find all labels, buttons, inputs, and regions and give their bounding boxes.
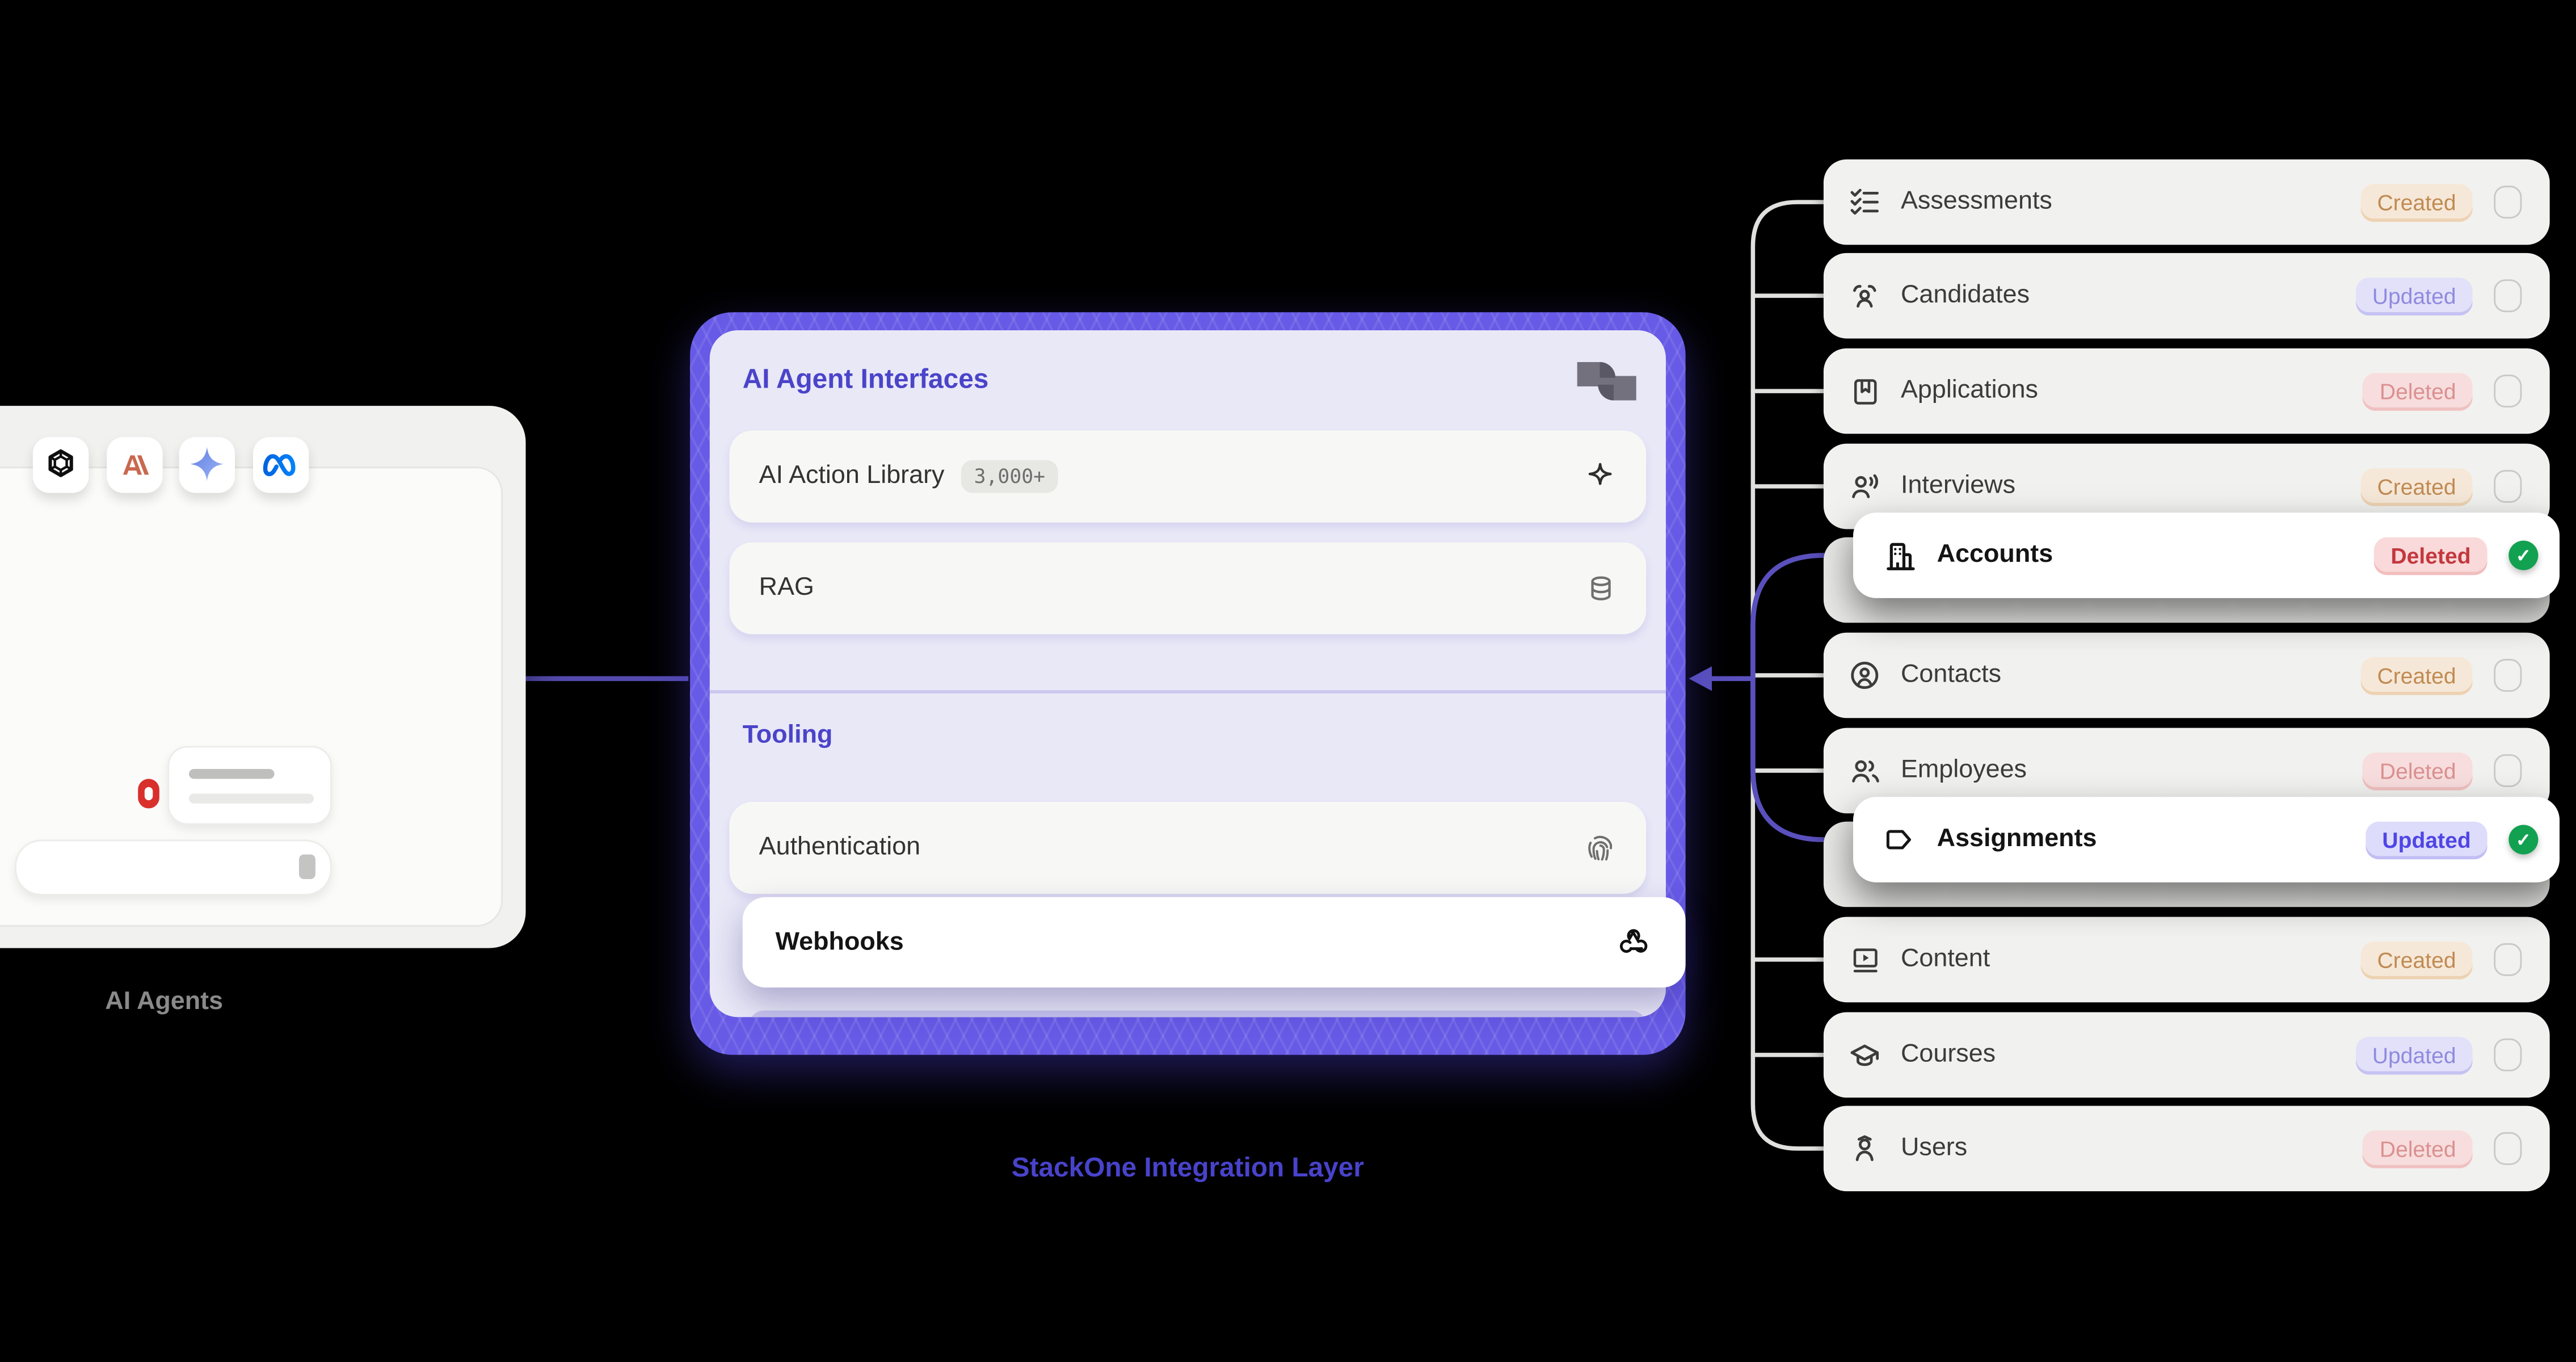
fingerprint-icon bbox=[1584, 831, 1617, 864]
arrow-left-icon bbox=[1689, 666, 1712, 691]
event-row-applications[interactable]: Applications Deleted bbox=[1823, 348, 2550, 434]
authentication-item[interactable]: Authentication bbox=[729, 801, 1647, 894]
status-badge: Deleted bbox=[2374, 536, 2487, 574]
checkbox-unchecked[interactable] bbox=[2494, 279, 2522, 313]
status-badge: Deleted bbox=[2363, 1129, 2473, 1168]
chat-input-skeleton[interactable] bbox=[15, 839, 332, 896]
panel-divider bbox=[709, 690, 1666, 693]
sparkle-icon bbox=[1584, 460, 1617, 493]
meta-logo bbox=[252, 437, 308, 493]
event-label: Content bbox=[1900, 944, 1990, 973]
event-label: Assessments bbox=[1900, 187, 2052, 216]
send-button-skeleton[interactable] bbox=[298, 854, 315, 880]
book-icon bbox=[1846, 376, 1883, 407]
action-library-label: AI Action Library bbox=[759, 461, 945, 490]
circle-user-icon bbox=[1846, 659, 1883, 692]
checkbox-checked-icon[interactable]: ✓ bbox=[2508, 540, 2539, 570]
event-label: Assignments bbox=[1937, 825, 2097, 853]
checkbox-unchecked[interactable] bbox=[2494, 754, 2522, 787]
event-label: Users bbox=[1900, 1133, 1968, 1162]
checkbox-unchecked[interactable] bbox=[2494, 1132, 2522, 1165]
rag-label: RAG bbox=[759, 573, 814, 602]
checkbox-unchecked[interactable] bbox=[2494, 186, 2522, 219]
skeleton-line bbox=[188, 769, 275, 779]
event-label: Candidates bbox=[1900, 281, 2030, 309]
status-badge: Updated bbox=[2365, 821, 2487, 859]
event-row-contacts[interactable]: Contacts Created bbox=[1823, 632, 2550, 718]
webhook-icon bbox=[1618, 925, 1653, 960]
authentication-label: Authentication bbox=[759, 833, 921, 861]
status-badge: Created bbox=[2360, 467, 2473, 506]
building-icon bbox=[1879, 538, 1918, 573]
hidden-next-item bbox=[749, 1010, 1647, 1018]
selected-route-lines bbox=[1709, 553, 1856, 842]
event-label: Accounts bbox=[1937, 540, 2053, 569]
checkbox-unchecked[interactable] bbox=[2494, 659, 2522, 692]
users-icon bbox=[1846, 754, 1883, 787]
stackone-panel: AI Agent Interfaces AI Action Library 3,… bbox=[690, 312, 1686, 1055]
event-label: Interviews bbox=[1900, 471, 2016, 500]
status-badge: Updated bbox=[2355, 276, 2473, 315]
event-row-courses[interactable]: Courses Updated bbox=[1823, 1012, 2550, 1098]
integration-layer-caption: StackOne Integration Layer bbox=[1011, 1153, 1365, 1183]
status-badge: Updated bbox=[2355, 1036, 2473, 1074]
candidates-icon bbox=[1846, 279, 1883, 312]
tag-icon bbox=[1879, 823, 1918, 856]
ai-agents-label: AI Agents bbox=[105, 987, 224, 1016]
event-row-content[interactable]: Content Created bbox=[1823, 917, 2550, 1003]
action-library-item[interactable]: AI Action Library 3,000+ bbox=[729, 430, 1647, 523]
webhooks-label: Webhooks bbox=[775, 927, 904, 956]
checkbox-unchecked[interactable] bbox=[2494, 943, 2522, 976]
status-badge: Deleted bbox=[2363, 372, 2473, 410]
status-badge: Created bbox=[2360, 940, 2473, 979]
action-count-badge: 3,000+ bbox=[961, 460, 1059, 493]
gemini-logo bbox=[179, 437, 235, 493]
event-row-assignments-selected[interactable]: Assignments Updated ✓ bbox=[1853, 797, 2560, 882]
checkbox-checked-icon[interactable]: ✓ bbox=[2508, 825, 2539, 855]
screen-play-icon bbox=[1846, 944, 1883, 975]
event-label: Employees bbox=[1900, 755, 2027, 784]
event-label: Courses bbox=[1900, 1040, 1996, 1069]
status-badge: Deleted bbox=[2363, 751, 2473, 790]
status-badge: Created bbox=[2360, 183, 2473, 221]
skeleton-line bbox=[188, 793, 314, 804]
graduation-cap-icon bbox=[1846, 1039, 1883, 1071]
event-row-assessments[interactable]: Assessments Created bbox=[1823, 159, 2550, 245]
stackone-mark-icon bbox=[1577, 361, 1636, 401]
status-badge: Created bbox=[2360, 656, 2473, 695]
notification-dot-icon bbox=[138, 779, 159, 809]
tooling-header: Tooling bbox=[742, 721, 833, 750]
list-checks-icon bbox=[1846, 186, 1883, 218]
event-label: Applications bbox=[1900, 376, 2038, 405]
chat-message-skeleton bbox=[167, 746, 332, 825]
event-row-accounts-selected[interactable]: Accounts Deleted ✓ bbox=[1853, 512, 2560, 598]
openai-logo bbox=[32, 437, 89, 493]
event-row-candidates[interactable]: Candidates Updated bbox=[1823, 253, 2550, 339]
checkbox-unchecked[interactable] bbox=[2494, 470, 2522, 503]
panel-title: AI Agent Interfaces bbox=[742, 364, 989, 394]
event-row-users[interactable]: Users Deleted bbox=[1823, 1105, 2550, 1192]
checkbox-unchecked[interactable] bbox=[2494, 375, 2522, 408]
user-voice-icon bbox=[1846, 470, 1883, 503]
event-label: Contacts bbox=[1900, 660, 2002, 689]
user-icon bbox=[1846, 1132, 1883, 1165]
checkbox-unchecked[interactable] bbox=[2494, 1038, 2522, 1071]
anthropic-logo bbox=[106, 437, 162, 493]
database-icon bbox=[1585, 573, 1617, 604]
webhooks-item[interactable]: Webhooks bbox=[742, 897, 1686, 988]
rag-item[interactable]: RAG bbox=[729, 542, 1647, 634]
